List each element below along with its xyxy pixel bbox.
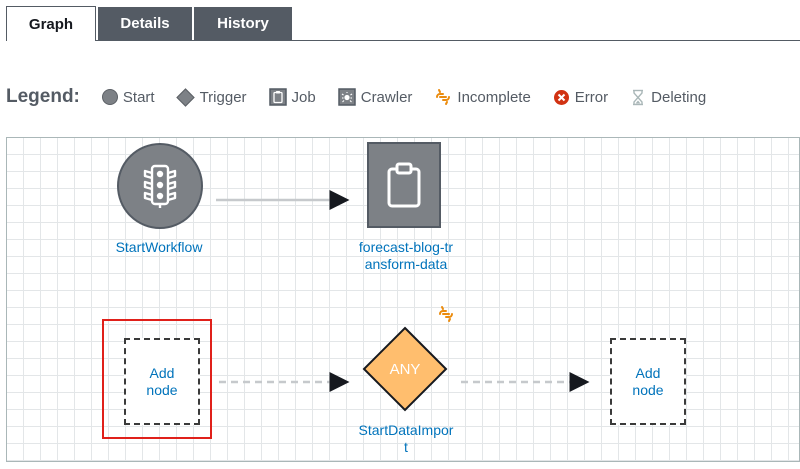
legend: Legend: Start Trigger Job [6,84,728,110]
diamond-icon [362,326,448,412]
job-node-label[interactable]: forecast-blog-tr ansform-data [358,239,454,272]
legend-label: Start [122,88,155,106]
crawler-icon [337,88,356,106]
diamond-icon [175,87,195,107]
legend-label: Crawler [360,88,413,106]
selected-node-highlight [102,319,212,439]
tab-graph[interactable]: Graph [6,6,96,41]
trigger-node-start-data-import[interactable]: ANY [362,326,448,412]
error-icon [553,89,570,106]
start-workflow-node[interactable] [117,143,203,229]
graph-edges [216,190,590,392]
workflow-graph-canvas[interactable]: StartWorkflow forecast-blog-tr ansform-d… [6,137,800,462]
legend-item-deleting: Deleting [630,89,706,106]
legend-item-trigger: Trigger [175,87,247,107]
trigger-node-label[interactable]: StartDataImpor t [358,422,454,455]
legend-item-crawler: Crawler [337,88,413,106]
tab-details[interactable]: Details [98,7,192,40]
legend-item-error: Error [553,89,608,106]
legend-item-incomplete: Incomplete [434,88,531,106]
tab-history[interactable]: History [194,7,292,40]
legend-item-job: Job [268,88,316,106]
legend-label: Incomplete [457,88,531,106]
broken-link-icon [434,88,452,106]
hourglass-icon [630,89,646,106]
legend-item-start: Start [101,88,155,106]
clipboard-icon [268,88,287,106]
traffic-light-icon [143,164,177,208]
legend-title: Legend: [6,86,80,107]
tab-bar-divider [6,40,800,41]
tab-bar: Graph Details History [0,0,800,41]
job-node-forecast-blog-transform-data[interactable] [367,142,441,228]
legend-label: Error [574,88,609,106]
add-node-button[interactable]: Add node [124,338,200,425]
circle-icon [101,89,118,105]
legend-label: Trigger [199,88,247,106]
legend-label: Deleting [651,88,707,106]
start-workflow-label[interactable]: StartWorkflow [115,239,203,255]
clipboard-icon [387,162,421,208]
legend-label: Job [291,88,316,106]
broken-link-icon [439,306,453,322]
add-node-button[interactable]: Add node [610,338,686,425]
